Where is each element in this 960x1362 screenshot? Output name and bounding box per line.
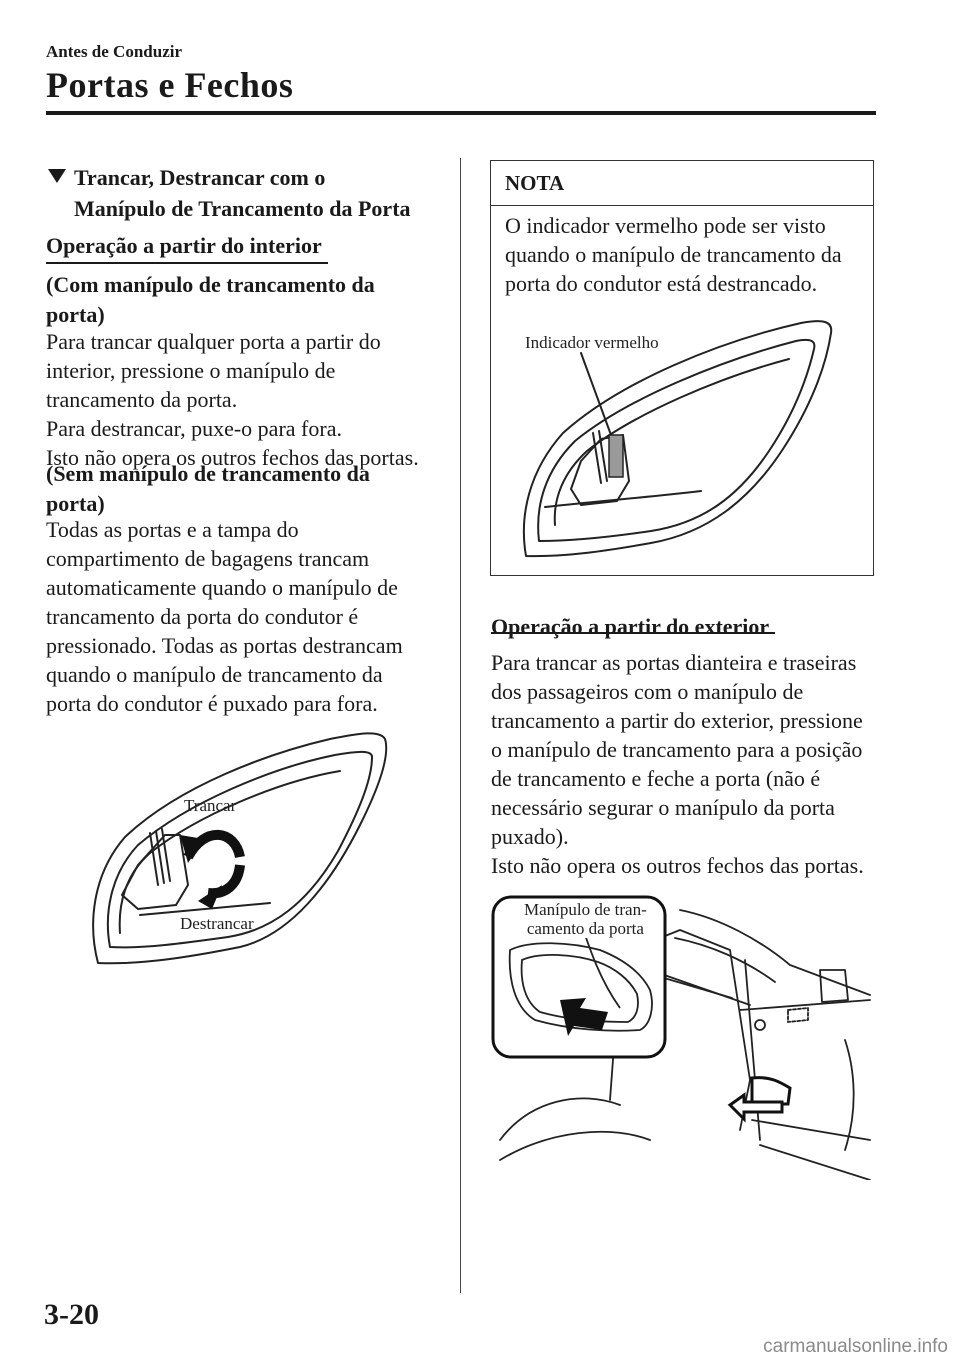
- note-line: O indicador vermelho pode ser visto: [505, 213, 826, 238]
- label-door-lock-knob: Manípulo de tran- camento da porta: [524, 900, 647, 938]
- section-title: Portas e Fechos: [46, 65, 294, 105]
- note-line: quando o manípulo de trancamento da: [505, 242, 842, 267]
- paragraph-line: trancamento da porta do condutor é: [46, 604, 359, 629]
- paragraph-line: trancamento da porta.: [46, 387, 238, 412]
- paragraph-line: Todas as portas e a tampa do: [46, 517, 299, 542]
- note-line: porta do condutor está destrancado.: [505, 271, 818, 296]
- paragraph-line: de trancamento e feche a porta (não é: [491, 766, 821, 791]
- header-rule: [46, 111, 876, 115]
- red-indicator-illustration: [522, 320, 833, 558]
- paragraph-line: necessário segurar o manípulo da porta: [491, 795, 835, 820]
- paragraph-line: o manípulo de trancamento para a posição: [491, 737, 863, 762]
- note-header: NOTA: [491, 161, 873, 206]
- label-unlock: Destrancar: [180, 914, 254, 933]
- paragraph-line: pressionado. Todas as portas destrancam: [46, 633, 403, 658]
- paragraph-driver-lock: Todas as portas e a tampa do compartimen…: [46, 515, 456, 718]
- paragraph-line: quando o manípulo de trancamento da: [46, 662, 383, 687]
- interior-handle-illustration: [92, 732, 388, 965]
- label-door-lock-knob-line2: camento da porta: [526, 919, 644, 938]
- paragraph-line: interior, pressione o manípulo de: [46, 358, 336, 383]
- with-handle-heading-line1: (Com manípulo de trancamento da: [46, 272, 375, 297]
- paragraph-line: Isto não opera os outros fechos das port…: [46, 445, 419, 470]
- with-handle-heading-line2: porta): [46, 302, 105, 327]
- label-door-lock-knob-line1: Manípulo de tran-: [524, 900, 647, 919]
- paragraph-line: porta do condutor é puxado para fora.: [46, 691, 378, 716]
- column-divider: [460, 158, 461, 1293]
- label-lock: Trancar: [184, 796, 237, 815]
- paragraph-line: automaticamente quando o manípulo de: [46, 575, 398, 600]
- paragraph-line: puxado).: [491, 824, 569, 849]
- without-handle-heading-line2: porta): [46, 491, 105, 516]
- note-title: NOTA: [505, 171, 565, 195]
- paragraph-line: Para trancar as portas dianteira e trase…: [491, 650, 857, 675]
- sub-heading-underline: [491, 632, 775, 634]
- topic-heading: Trancar, Destrancar com o Manípulo de Tr…: [48, 162, 448, 224]
- sub-heading-exterior: Operação a partir do exterior: [491, 614, 770, 639]
- watermark: carmanualsonline.info: [763, 1336, 948, 1357]
- paragraph-line: compartimento de bagagens trancam: [46, 546, 370, 571]
- paragraph-line: dos passageiros com o manípulo de: [491, 679, 804, 704]
- without-handle-heading: (Sem manípulo de trancamento da porta): [46, 459, 446, 519]
- topic-heading-line2: Manípulo de Trancamento da Porta: [74, 196, 411, 221]
- note-text: O indicador vermelho pode ser visto quan…: [505, 211, 865, 298]
- topic-heading-line1: Trancar, Destrancar com o: [74, 165, 326, 190]
- red-indicator-swatch: [608, 434, 624, 478]
- page-number: 3-20: [44, 1298, 99, 1331]
- note-box: NOTA O indicador vermelho pode ser visto…: [490, 160, 874, 576]
- sub-heading-interior: Operação a partir do interior: [46, 233, 322, 258]
- paragraph-line: Para destrancar, puxe-o para fora.: [46, 416, 342, 441]
- label-red-indicator: Indicador vermelho: [525, 333, 659, 352]
- with-handle-heading: (Com manípulo de trancamento da porta): [46, 270, 446, 330]
- paragraph-line: Isto não opera os outros fechos das port…: [491, 853, 864, 878]
- triangle-bullet-icon: [48, 169, 66, 183]
- paragraph-exterior: Para trancar as portas dianteira e trase…: [491, 648, 891, 880]
- chapter-title: Antes de Conduzir: [46, 42, 183, 61]
- paragraph-line: trancamento a partir do exterior, pressi…: [491, 708, 863, 733]
- paragraph-line: Para trancar qualquer porta a partir do: [46, 329, 381, 354]
- paragraph-interior-lock: Para trancar qualquer porta a partir do …: [46, 327, 456, 472]
- without-handle-heading-line1: (Sem manípulo de trancamento da: [46, 461, 370, 486]
- sub-heading-underline: [46, 262, 328, 264]
